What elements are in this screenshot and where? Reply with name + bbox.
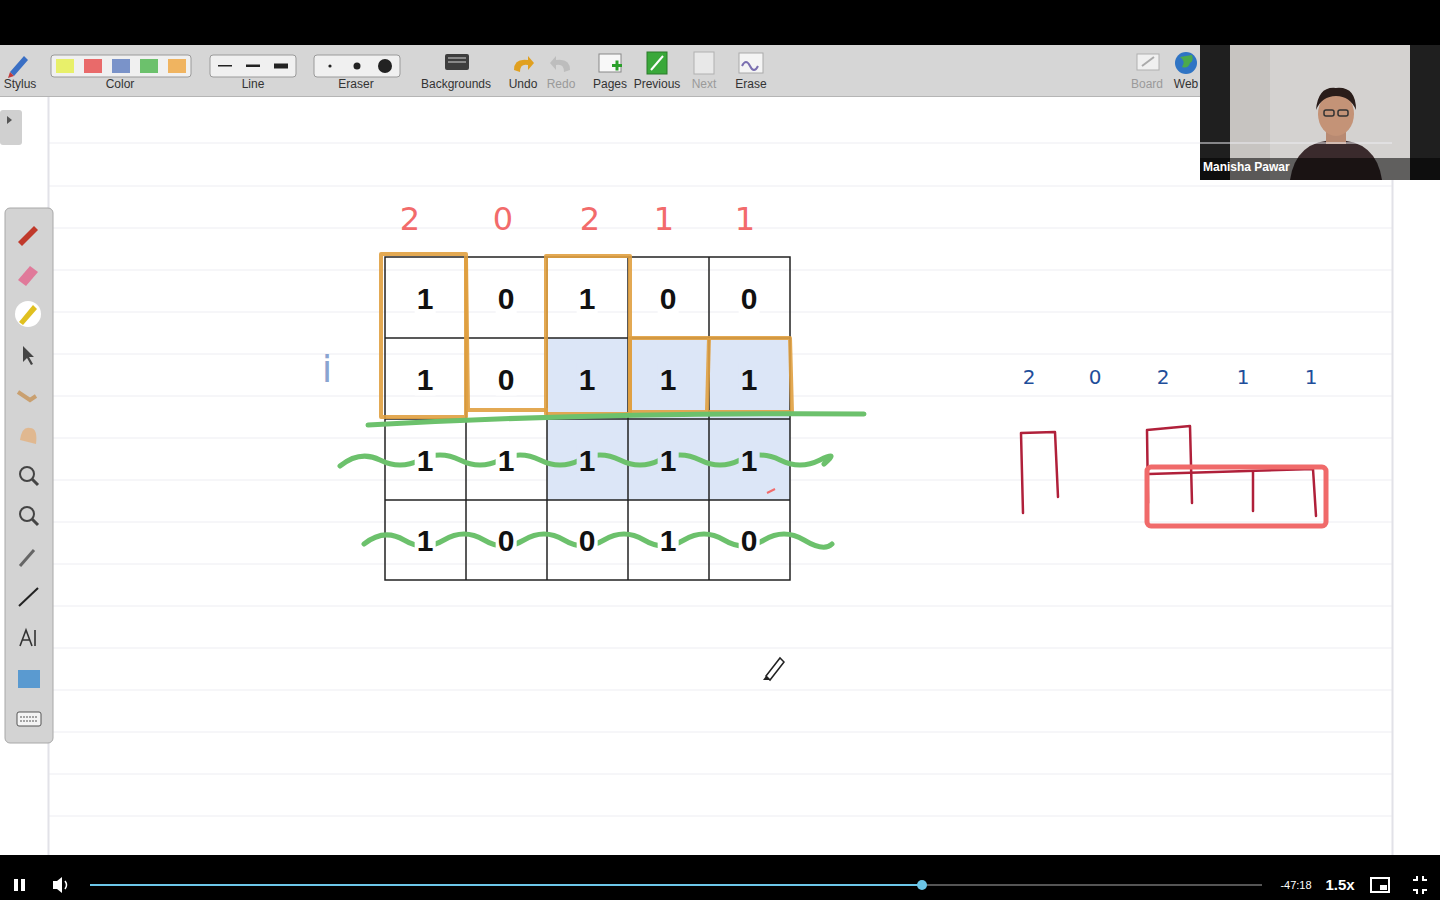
toolbar-label: Web (1174, 78, 1198, 91)
row-pointer: i (322, 349, 333, 391)
toolbar-label: Next (692, 78, 717, 91)
toolbar-label: Previous (634, 78, 681, 91)
table-cell: 1 (577, 282, 598, 315)
height-value: 1 (1237, 366, 1250, 388)
toolbar-label: Undo (509, 78, 538, 91)
table-cell: 1 (415, 363, 436, 396)
table-cell: 1 (739, 444, 760, 477)
table-cell: 1 (658, 524, 679, 557)
table-cell: 0 (496, 524, 517, 557)
table-cell: 0 (496, 282, 517, 315)
table-cell: 0 (658, 282, 679, 315)
table-cell: 0 (739, 282, 760, 315)
column-count: 2 (580, 202, 600, 237)
table-cell: 1 (577, 363, 598, 396)
table-cell: 1 (739, 363, 760, 396)
column-count: 1 (735, 202, 755, 237)
column-count: 0 (493, 202, 513, 237)
playback-speed: 1.5x (1325, 877, 1354, 894)
column-count: 2 (400, 202, 420, 237)
toolbar-label: Redo (547, 78, 576, 91)
table-cell: 1 (658, 363, 679, 396)
height-value: 2 (1023, 366, 1036, 388)
table-cell: 0 (577, 524, 598, 557)
toolbar-label: Line (242, 78, 265, 91)
table-cell: 0 (496, 363, 517, 396)
time-remaining: -47:18 (1280, 879, 1311, 891)
presenter-name: Manisha Pawar (1203, 161, 1290, 174)
toolbar-label: Color (106, 78, 135, 91)
toolbar-label: Board (1131, 78, 1163, 91)
height-value: 1 (1305, 366, 1318, 388)
height-value: 2 (1157, 366, 1170, 388)
table-cell: 1 (415, 524, 436, 557)
column-count: 1 (654, 202, 674, 237)
table-cell: 0 (739, 524, 760, 557)
height-value: 0 (1089, 366, 1102, 388)
toolbar-label: Backgrounds (421, 78, 491, 91)
table-cell: 1 (577, 444, 598, 477)
table-cell: 1 (496, 444, 517, 477)
table-cell: 1 (415, 444, 436, 477)
toolbar-label: Eraser (338, 78, 373, 91)
table-cell: 1 (658, 444, 679, 477)
table-cell: 1 (415, 282, 436, 315)
toolbar-label: Pages (593, 78, 627, 91)
toolbar-label: Erase (735, 78, 766, 91)
toolbar-label: Stylus (4, 78, 37, 91)
